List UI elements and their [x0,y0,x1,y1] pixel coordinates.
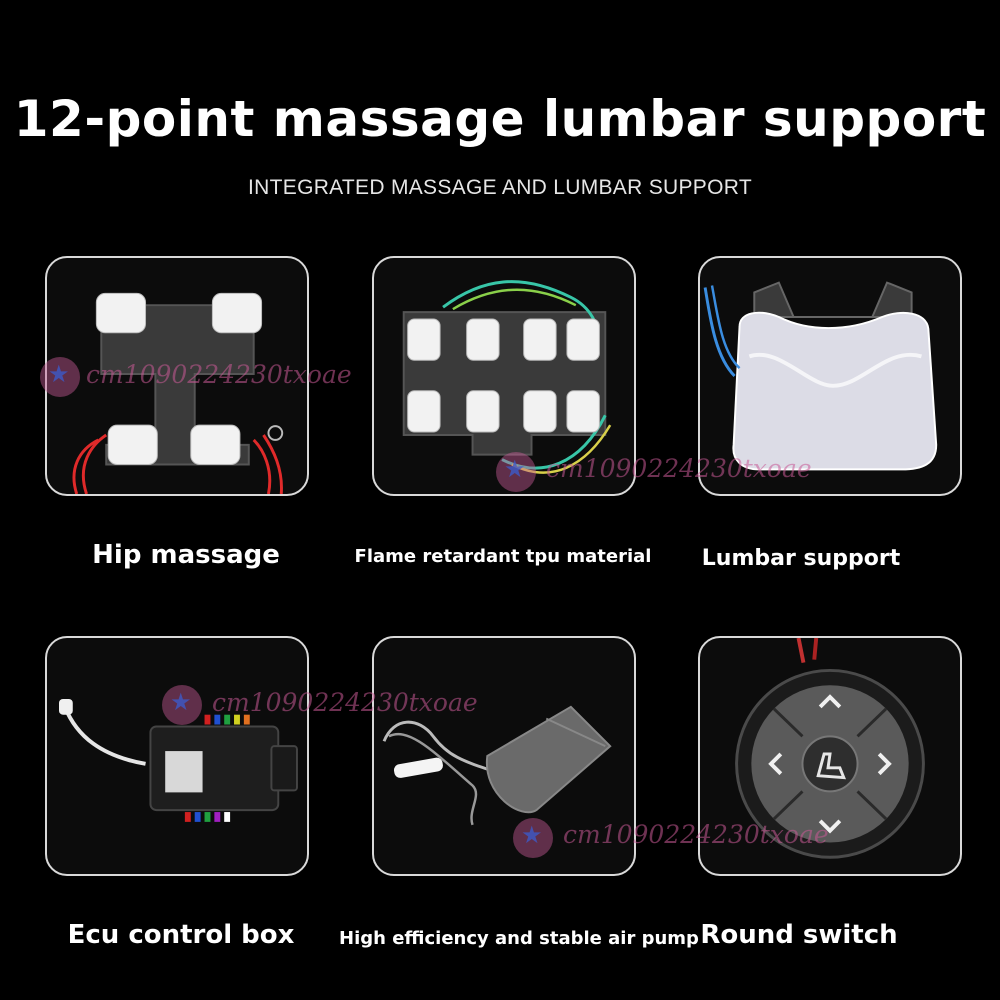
round-switch-card [698,636,962,876]
hip-massage-pad-image [72,292,284,494]
round-switch-image [735,638,925,859]
page-subtitle: INTEGRATED MASSAGE AND LUMBAR SUPPORT [248,176,752,199]
tpu-airbag-mat-image [402,280,612,474]
lumbar-support-caption: Lumbar support [701,546,901,571]
hip-massage-card [45,256,309,496]
ecu-control-box-image [59,698,298,822]
ecu-control-box-card [45,636,309,876]
lumbar-support-card [698,256,962,496]
tpu-material-caption: Flame retardant tpu material [354,546,652,567]
tpu-material-card [372,256,636,496]
hip-massage-caption: Hip massage [92,540,280,570]
air-pump-image [382,705,612,826]
lumbar-support-bladder-image [703,281,938,471]
round-switch-caption: Round switch [700,920,898,950]
ecu-control-box-caption: Ecu control box [67,920,295,950]
air-pump-card [372,636,636,876]
page-title: 12-point massage lumbar support [13,90,987,148]
air-pump-caption: High efficiency and stable air pump [339,928,699,949]
